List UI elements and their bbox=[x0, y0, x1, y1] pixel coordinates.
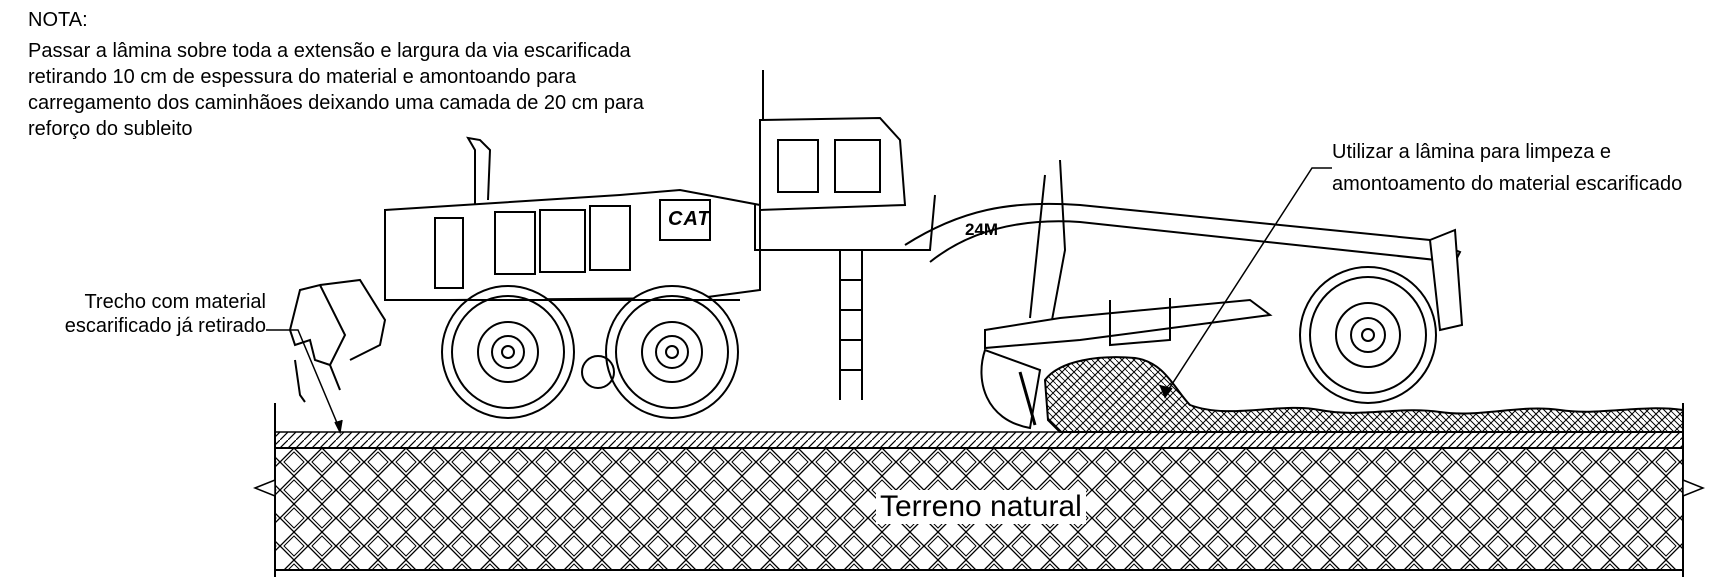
note-title: NOTA: bbox=[28, 9, 88, 31]
machine-model-label: 24M bbox=[965, 220, 999, 239]
note-line-2: retirando 10 cm de espessura do material… bbox=[28, 66, 577, 88]
scarified-material bbox=[1043, 356, 1684, 433]
subgrade-layer bbox=[274, 431, 1684, 449]
note-body: Passar a lâmina sobre toda a extensão e … bbox=[28, 38, 644, 142]
ground-label: Terreno natural bbox=[876, 490, 1086, 524]
annotation-removed-line-1: Trecho com material bbox=[84, 291, 266, 313]
note-line-4: reforço do subleito bbox=[28, 118, 193, 140]
note-line-3: carregamento dos caminhãoes deixando uma… bbox=[28, 92, 644, 114]
annotation-blade-line-2: amontoamento do material escarificado bbox=[1332, 173, 1683, 195]
brand-logo: CAT bbox=[668, 208, 711, 230]
motor-grader bbox=[288, 70, 1464, 430]
leader-lines bbox=[266, 167, 1332, 435]
annotation-blade-cleaning: Utilizar a lâmina para limpeza e amontoa… bbox=[1332, 136, 1682, 200]
annotation-removed-section: Trecho com material escarificado já reti… bbox=[20, 290, 266, 338]
annotation-blade-line-1: Utilizar a lâmina para limpeza e bbox=[1332, 141, 1612, 163]
annotation-removed-line-2: escarificado já retirado bbox=[64, 315, 266, 337]
note-line-1: Passar a lâmina sobre toda a extensão e … bbox=[28, 40, 631, 62]
